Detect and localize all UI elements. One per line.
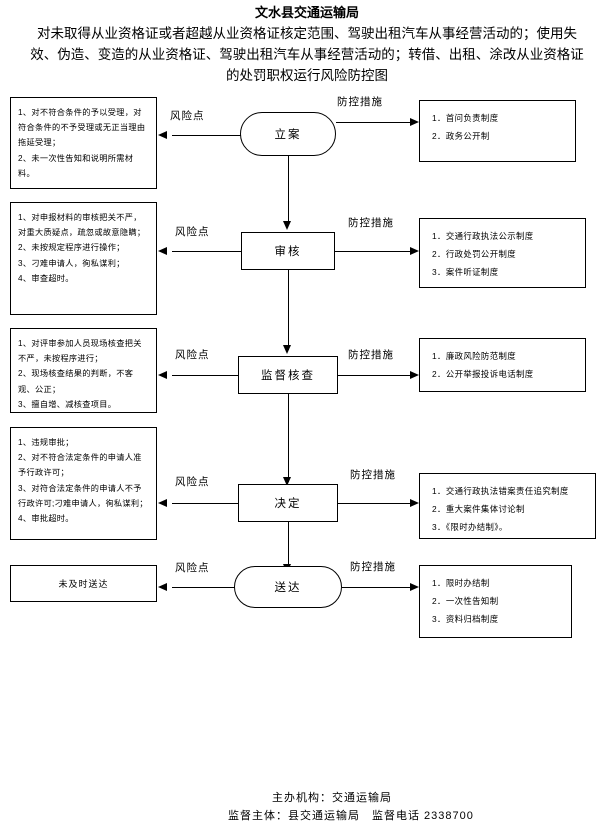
measure-pad-3 [420, 339, 585, 347]
measure-box-3: 1．廉政风险防范制度 2．公开举报投诉电话制度 [419, 338, 586, 392]
measure-pad-5 [420, 566, 571, 574]
edge-label-risk-3: 风险点 [175, 349, 210, 361]
connector-risk-5 [172, 587, 236, 588]
edge-label-risk-1: 风险点 [170, 110, 205, 122]
risk-text-5: 未及时送达 [58, 579, 109, 589]
connector-node-1-2 [288, 156, 289, 224]
measure-item-2-3: 3．案件听证制度 [432, 267, 499, 277]
risk-text-1: 1、对不符合条件的予以受理，对符合条件的不予受理或无正当理由拖延受理； 2、未一… [18, 108, 146, 178]
arrow-measure-2 [410, 247, 419, 255]
measure-item-2-1: 1．交通行政执法公示制度 [432, 231, 534, 241]
process-node-1: 立案 [240, 112, 336, 156]
edge-label-measure-5: 防控措施 [350, 561, 396, 573]
measure-pad-1 [420, 101, 575, 109]
measure-box-4: 1．交通行政执法错案责任追究制度 2．重大案件集体讨论制 3．《限时办结制》。 [419, 473, 596, 539]
arrow-risk-5 [158, 583, 167, 591]
edge-label-risk-2: 风险点 [175, 226, 210, 238]
arrow-risk-1 [158, 131, 167, 139]
edge-label-measure-1: 防控措施 [337, 96, 383, 108]
measure-item-3-1: 1．廉政风险防范制度 [432, 351, 517, 361]
process-node-3: 监督核查 [238, 356, 338, 394]
measure-item-5-2: 2．一次性告知制 [432, 596, 499, 606]
measure-item-5-1: 1．限时办结制 [432, 578, 490, 588]
risk-box-3: 1、对评审参加人员现场核查把关不严，未按程序进行； 2、现场核查结果的判断，不客… [10, 328, 157, 413]
measure-item-2-2: 2．行政处罚公开制度 [432, 249, 517, 259]
connector-risk-1 [172, 135, 258, 136]
arrow-node-3-4 [283, 477, 291, 486]
edge-label-risk-4: 风险点 [175, 476, 210, 488]
measure-box-1: 1．首问负责制度 2．政务公开制 [419, 100, 576, 162]
risk-text-2: 1、对申报材料的审核把关不严，对重大质疑点，疏忽或故意隐瞒； 2、未按规定程序进… [18, 213, 146, 283]
edge-label-risk-5: 风险点 [175, 562, 210, 574]
connector-risk-4 [172, 503, 244, 504]
arrow-risk-2 [158, 247, 167, 255]
measure-item-4-2: 2．重大案件集体讨论制 [432, 504, 525, 514]
risk-text-4: 1、违规审批； 2、对不符合法定条件的申请人准予行政许可； 3、对符合法定条件的… [18, 438, 148, 524]
measure-item-4-1: 1．交通行政执法错案责任追究制度 [432, 486, 569, 496]
connector-node-2-3 [288, 270, 289, 350]
measure-box-5: 1．限时办结制 2．一次性告知制 3．资料归档制度 [419, 565, 572, 638]
arrow-measure-1 [410, 118, 419, 126]
connector-risk-2 [172, 251, 244, 252]
footer-supervisor: 监督主体：县交通运输局 监督电话 2338700 [228, 810, 474, 822]
connector-measure-2 [335, 251, 411, 252]
connector-node-4-5 [288, 522, 289, 570]
process-node-5: 送达 [234, 566, 342, 608]
edge-label-measure-2: 防控措施 [348, 217, 394, 229]
risk-box-1: 1、对不符合条件的予以受理，对符合条件的不予受理或无正当理由拖延受理； 2、未一… [10, 97, 157, 189]
measure-box-2: 1．交通行政执法公示制度 2．行政处罚公开制度 3．案件听证制度 [419, 218, 586, 288]
connector-node-3-4 [288, 394, 289, 482]
arrow-measure-3 [410, 371, 419, 379]
risk-box-5: 未及时送达 [10, 565, 157, 602]
edge-label-measure-4: 防控措施 [350, 469, 396, 481]
risk-text-3: 1、对评审参加人员现场核查把关不严，未按程序进行； 2、现场核查结果的判断，不客… [18, 339, 142, 409]
arrow-node-1-2 [283, 221, 291, 230]
footer-organizer: 主办机构：交通运输局 [272, 792, 392, 804]
page-title: 文水县交通运输局 [254, 5, 359, 20]
arrow-node-2-3 [283, 345, 291, 354]
measure-item-1-1: 1．首问负责制度 [432, 113, 499, 123]
measure-item-4-3: 3．《限时办结制》。 [432, 522, 508, 532]
risk-box-4: 1、违规审批； 2、对不符合法定条件的申请人准予行政许可； 3、对符合法定条件的… [10, 427, 157, 540]
measure-item-1-2: 2．政务公开制 [432, 131, 490, 141]
edge-label-measure-3: 防控措施 [348, 349, 394, 361]
arrow-risk-3 [158, 371, 167, 379]
arrow-measure-5 [410, 583, 419, 591]
document-subtitle: 对未取得从业资格证或者超越从业资格证核定范围、驾驶出租汽车从事经营活动的；使用失… [30, 26, 584, 83]
process-node-2: 审核 [241, 232, 335, 270]
connector-risk-3 [172, 375, 240, 376]
connector-measure-5 [342, 587, 411, 588]
risk-box-2: 1、对申报材料的审核把关不严，对重大质疑点，疏忽或故意隐瞒； 2、未按规定程序进… [10, 202, 157, 315]
arrow-risk-4 [158, 499, 167, 507]
connector-measure-3 [338, 375, 411, 376]
process-node-4: 决定 [238, 484, 338, 522]
measure-item-5-3: 3．资料归档制度 [432, 614, 499, 624]
measure-item-3-2: 2．公开举报投诉电话制度 [432, 369, 534, 379]
connector-measure-1 [336, 122, 411, 123]
arrow-measure-4 [410, 499, 419, 507]
measure-pad-2 [420, 219, 585, 227]
measure-pad-4 [420, 474, 595, 482]
connector-measure-4 [338, 503, 411, 504]
